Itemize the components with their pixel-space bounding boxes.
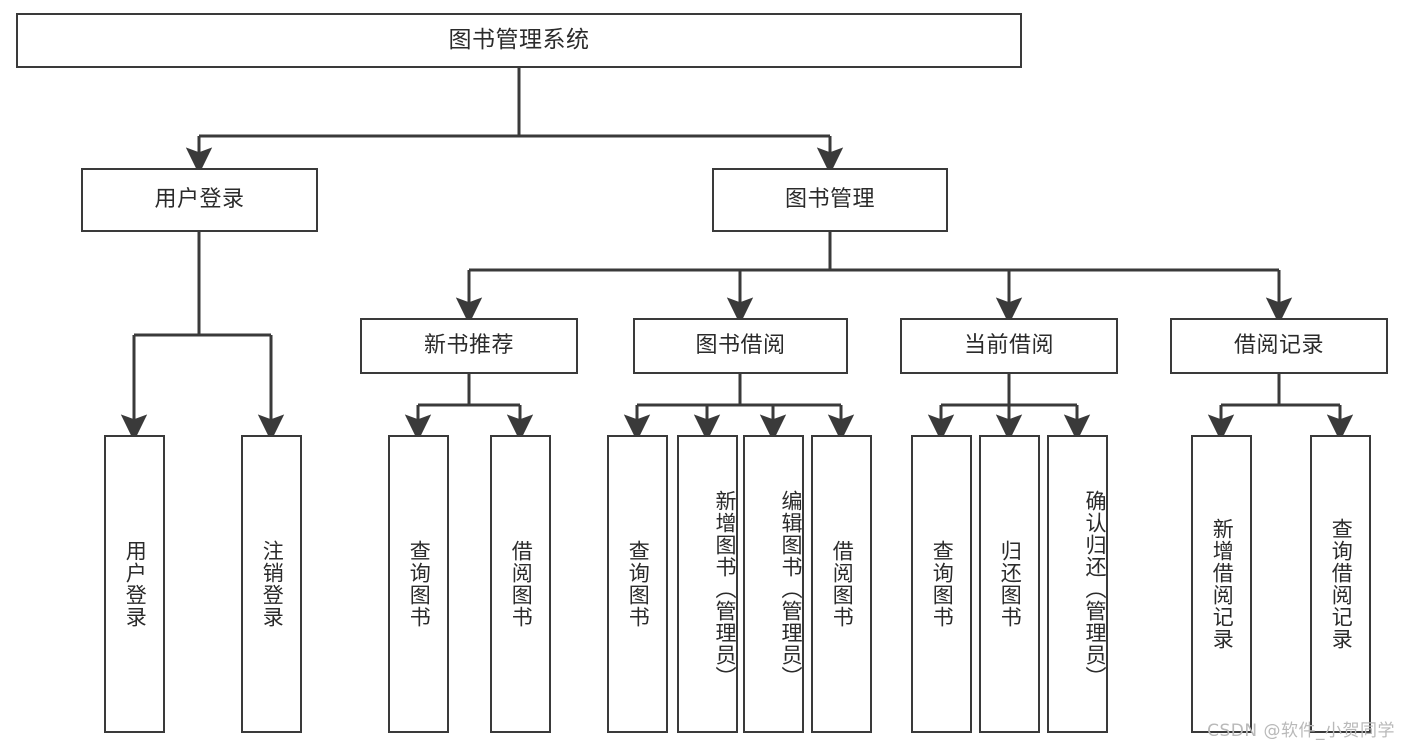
node-book-management[interactable]: 图书管理 — [712, 168, 948, 232]
leaf-logout-login[interactable]: 注销登录 — [241, 435, 302, 733]
leaf-query-book-borrow[interactable]: 查询图书 — [607, 435, 668, 733]
node-book-borrow[interactable]: 图书借阅 — [633, 318, 848, 374]
node-root-book-management-system[interactable]: 图书管理系统 — [16, 13, 1022, 68]
leaf-confirm-return-admin[interactable]: 确认归还（管理员） — [1047, 435, 1108, 733]
leaf-add-book-admin[interactable]: 新增图书（管理员） — [677, 435, 738, 733]
leaf-user-login[interactable]: 用户登录 — [104, 435, 165, 733]
edges-bookborrow-to-leaves — [623, 374, 855, 442]
leaf-borrow-book[interactable]: 借阅图书 — [811, 435, 872, 733]
edges-currentborrow-to-leaves — [927, 374, 1091, 442]
node-current-borrow[interactable]: 当前借阅 — [900, 318, 1118, 374]
node-new-book-recommend[interactable]: 新书推荐 — [360, 318, 578, 374]
csdn-watermark: CSDN @软件_小贺同学 — [1207, 721, 1395, 741]
leaf-query-book-recommend[interactable]: 查询图书 — [388, 435, 449, 733]
edges-borrowrecord-to-leaves — [1207, 374, 1354, 442]
leaf-edit-book-admin[interactable]: 编辑图书（管理员） — [743, 435, 804, 733]
edges-root-to-level2 — [185, 68, 844, 175]
leaf-query-borrow-record[interactable]: 查询借阅记录 — [1310, 435, 1371, 733]
edges-newbook-to-leaves — [404, 374, 534, 442]
node-borrow-record[interactable]: 借阅记录 — [1170, 318, 1388, 374]
leaf-query-book-current[interactable]: 查询图书 — [911, 435, 972, 733]
edges-bookmanage-to-level3 — [455, 232, 1293, 325]
leaf-add-borrow-record[interactable]: 新增借阅记录 — [1191, 435, 1252, 733]
edges-userlogin-to-leaves — [120, 232, 285, 442]
leaf-borrow-book-recommend[interactable]: 借阅图书 — [490, 435, 551, 733]
leaf-return-book[interactable]: 归还图书 — [979, 435, 1040, 733]
node-user-login[interactable]: 用户登录 — [81, 168, 318, 232]
